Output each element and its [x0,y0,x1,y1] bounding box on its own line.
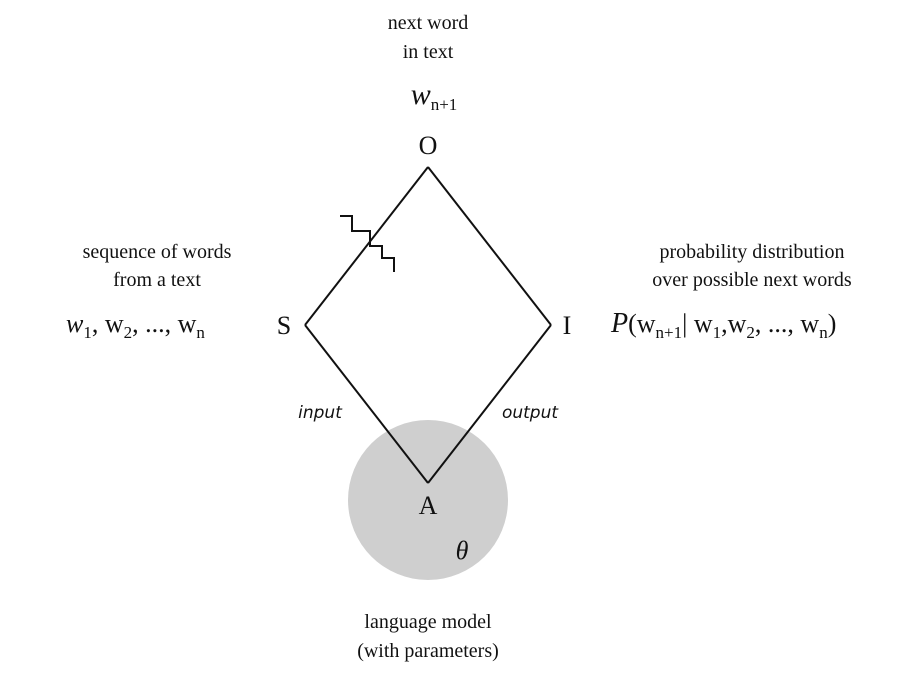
vertex-o: O [419,131,438,160]
right-caption-line2: over possible next words [652,269,852,291]
model-caption-line2: (with parameters) [357,640,499,662]
break-mark [340,215,395,272]
top-formula: wn+1 [411,78,458,114]
edge-i-a [427,324,552,484]
model-circle [348,420,508,580]
edge-label-input: input [298,403,343,423]
vertex-i: I [563,311,572,340]
left-caption-line2: from a text [113,269,201,291]
edge-s-a [304,324,429,484]
top-caption-line1: next word [388,12,469,34]
left-formula: w1, w2, ..., wn [66,309,205,342]
top-caption-line2: in text [403,41,454,63]
right-caption-line1: probability distribution [660,241,845,263]
edge-s-o [304,166,429,326]
top-formula-w: w [411,78,431,111]
right-formula-p: P [610,308,628,339]
right-formula: P(wn+1| w1,w2, ..., wn) [610,308,836,342]
edge-o-i [427,166,552,326]
vertex-s: S [277,311,291,340]
top-formula-sub: n+1 [431,95,458,114]
model-caption-line1: language model [364,611,492,633]
left-caption-line1: sequence of words [83,241,232,263]
left-formula-w1: w [66,309,84,338]
theta-symbol: θ [456,536,469,565]
edge-label-output: output [502,403,559,423]
vertex-a: A [419,491,438,520]
